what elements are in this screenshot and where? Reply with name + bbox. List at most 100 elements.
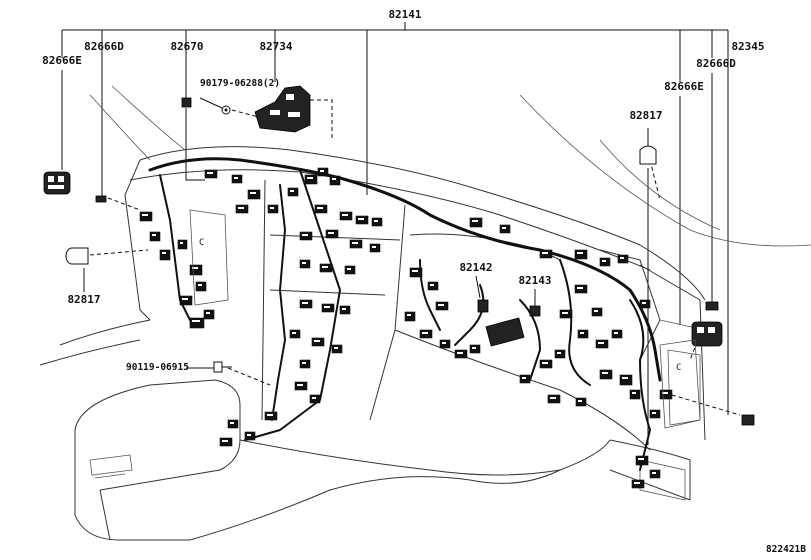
dashed-leaders <box>89 99 741 416</box>
sub-harness-82142 <box>477 299 525 347</box>
connector-highlight <box>328 232 334 234</box>
connector-highlight <box>577 252 583 254</box>
connector-highlight <box>342 308 346 310</box>
connector-highlight <box>314 340 320 342</box>
connector-highlight <box>422 332 428 334</box>
connector-highlight <box>297 384 303 386</box>
connector-highlight <box>198 284 202 286</box>
connector-highlight <box>522 377 526 379</box>
bolt-top-icon <box>221 105 231 115</box>
main-harness-leader <box>61 22 729 195</box>
connector-highlight <box>234 177 238 179</box>
connector-highlight <box>502 227 506 229</box>
sub-harness-82143 <box>529 305 541 317</box>
connector-highlight <box>598 342 604 344</box>
connector-highlight <box>430 284 434 286</box>
label-82141: 82141 <box>388 8 421 21</box>
harness-connector <box>304 174 318 185</box>
connector-highlight <box>307 177 313 179</box>
connector-highlight <box>206 312 210 314</box>
connector-highlight <box>634 482 640 484</box>
connector-highlight <box>222 440 228 442</box>
connector-highlight <box>472 347 476 349</box>
connector-highlight <box>162 252 166 254</box>
connector-highlight <box>180 242 183 244</box>
connector-highlight <box>578 400 582 402</box>
connector-highlight <box>602 260 606 262</box>
connector-highlight <box>562 312 568 314</box>
harness-connector <box>247 189 261 200</box>
connector-highlight <box>322 266 328 268</box>
connector-highlight <box>238 207 244 209</box>
connector-highlight <box>290 190 294 192</box>
connector-highlight <box>320 170 324 172</box>
harness-connector <box>149 231 161 242</box>
connector-highlight <box>142 214 148 216</box>
connector-highlight <box>557 352 561 354</box>
label-bolt-left: 90119-06915 <box>126 362 189 373</box>
connector-highlight <box>412 270 418 272</box>
connector-highlight <box>247 434 251 436</box>
harness-connector <box>619 374 633 386</box>
connector-highlight <box>642 302 646 304</box>
connector-highlight <box>662 392 668 394</box>
harness-connector <box>659 389 673 400</box>
svg-text:C: C <box>199 238 204 248</box>
label-82345: 82345 <box>731 40 764 53</box>
connector-highlight <box>542 362 548 364</box>
connector-highlight <box>324 306 330 308</box>
connector-highlight <box>602 372 608 374</box>
svg-text:C: C <box>676 363 681 373</box>
label-82817-right: 82817 <box>629 109 662 122</box>
harness-connector <box>139 211 153 222</box>
connector-highlight <box>302 302 308 304</box>
junction-block-left: C <box>189 209 229 306</box>
connector-highlight <box>374 220 378 222</box>
bolt-left-icon <box>213 361 232 373</box>
connector-highlight <box>457 352 463 354</box>
block-82670 <box>181 97 192 108</box>
connector-highlight <box>614 332 618 334</box>
connector-highlight <box>312 397 316 399</box>
harness-connector <box>635 455 649 466</box>
junction-block-right: C <box>659 339 701 429</box>
connector-82666e-right <box>691 321 723 347</box>
harness-connector <box>179 295 193 306</box>
connector-highlight <box>438 304 444 306</box>
connector-highlight <box>472 220 478 222</box>
harness-connector <box>469 217 483 228</box>
harness-connector <box>189 317 205 329</box>
label-82666e-right: 82666E <box>664 80 704 93</box>
connector-highlight <box>638 458 644 460</box>
connector-82666d-left <box>95 195 107 203</box>
connector-82666d-right <box>705 301 719 311</box>
main-harness-cable <box>148 157 662 471</box>
connector-highlight <box>332 178 336 180</box>
harness-connector <box>177 239 188 250</box>
connector-highlight <box>620 257 624 259</box>
label-bolt-top: 90179-06288(2) <box>200 78 280 89</box>
connector-highlight <box>152 234 156 236</box>
connector-highlight <box>542 252 548 254</box>
label-82666e-left: 82666E <box>42 54 82 67</box>
connector-highlight <box>632 392 636 394</box>
connector-highlight <box>372 246 376 248</box>
label-82666d-right: 82666D <box>696 57 736 70</box>
connector-highlight <box>580 332 584 334</box>
connector-highlight <box>347 268 351 270</box>
connector-highlight <box>317 207 323 209</box>
harness-connector <box>629 389 641 400</box>
connector-highlight <box>550 397 556 399</box>
connector-highlight <box>250 192 256 194</box>
connector-highlight <box>270 207 274 209</box>
harness-connector <box>404 311 416 322</box>
connector-highlight <box>352 242 358 244</box>
connector-highlight <box>652 412 656 414</box>
figure-code: 822421B <box>766 544 806 555</box>
harness-connector <box>159 249 171 261</box>
part-82345 <box>741 414 755 426</box>
harness-connector <box>574 249 588 260</box>
connector-highlight <box>652 472 656 474</box>
label-82670: 82670 <box>170 40 203 53</box>
